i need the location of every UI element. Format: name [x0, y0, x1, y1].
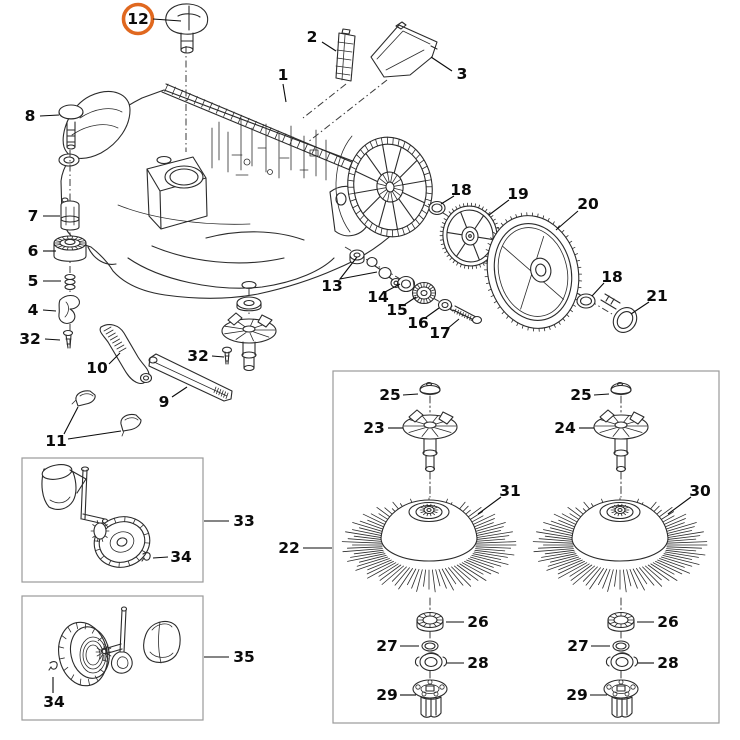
part-main-housing [58, 83, 433, 299]
part-clip-4 [58, 294, 80, 324]
callout-23[interactable]: 23 [363, 419, 385, 437]
callout-8[interactable]: 8 [25, 107, 36, 125]
callout-18-left[interactable]: 18 [450, 181, 472, 199]
box-35-contents [48, 606, 181, 687]
part-cover-3 [370, 21, 438, 78]
callout-10[interactable]: 10 [86, 359, 108, 377]
part-screw-32-left [62, 329, 74, 349]
callout-29-left[interactable]: 29 [376, 686, 398, 704]
callout-7[interactable]: 7 [28, 207, 39, 225]
part-ring-18-left [428, 200, 446, 216]
callout-11[interactable]: 11 [45, 432, 67, 450]
part-pulley-15 [411, 281, 437, 305]
callout-2[interactable]: 2 [307, 28, 318, 46]
part-hook-34-left [141, 552, 151, 562]
part-rail-9 [148, 353, 233, 402]
part-screw-32-mid [221, 346, 233, 365]
part-bolt-17 [449, 305, 483, 325]
part-grid-2 [335, 28, 356, 82]
callout-29-right[interactable]: 29 [566, 686, 588, 704]
callout-4[interactable]: 4 [28, 301, 39, 319]
callout-26-right[interactable]: 26 [657, 613, 679, 631]
callout-28-left[interactable]: 28 [467, 654, 489, 672]
callouts: 12 1 2 3 8 7 6 5 4 32 10 9 11 32 13 14 1… [19, 2, 711, 711]
callout-21[interactable]: 21 [646, 287, 668, 305]
part-bearing-13 [349, 249, 402, 289]
callout-20[interactable]: 20 [577, 195, 599, 213]
brush-kit-box-22 [332, 370, 720, 724]
callout-18-right[interactable]: 18 [601, 268, 623, 286]
callout-6[interactable]: 6 [28, 242, 39, 260]
callout-25-right[interactable]: 25 [570, 386, 592, 404]
callout-28-right[interactable]: 28 [657, 654, 679, 672]
part-hook-34-right [48, 661, 58, 671]
callout-27-right[interactable]: 27 [567, 637, 589, 655]
callout-1[interactable]: 1 [278, 66, 289, 84]
box-33-contents [41, 464, 151, 568]
callout-33[interactable]: 33 [233, 512, 255, 530]
part-damper-7 [60, 197, 80, 231]
callout-24[interactable]: 24 [554, 419, 576, 437]
callout-17[interactable]: 17 [429, 324, 451, 342]
callout-31[interactable]: 31 [499, 482, 521, 500]
callout-9[interactable]: 9 [159, 393, 170, 411]
part-nut-16 [437, 298, 453, 312]
part-knob [165, 3, 209, 54]
accessory-box-35 [21, 595, 204, 721]
callout-16[interactable]: 16 [407, 314, 429, 332]
callout-35[interactable]: 35 [233, 648, 255, 666]
part-wheel-20 [483, 212, 583, 332]
part-bolt-8 [58, 104, 84, 150]
callout-15[interactable]: 15 [386, 301, 408, 319]
callout-30[interactable]: 30 [689, 482, 711, 500]
hub-wheel [347, 136, 433, 238]
callout-3[interactable]: 3 [457, 65, 468, 83]
callout-27-left[interactable]: 27 [376, 637, 398, 655]
highlight-circle[interactable] [121, 2, 155, 36]
callout-19[interactable]: 19 [507, 185, 529, 203]
callout-25-left[interactable]: 25 [379, 386, 401, 404]
callout-12[interactable]: 12 [127, 10, 149, 28]
callout-34-upper[interactable]: 34 [170, 548, 192, 566]
callout-26-left[interactable]: 26 [467, 613, 489, 631]
callout-34-lower[interactable]: 34 [43, 693, 65, 711]
part-drum-6 [53, 235, 87, 262]
part-axle-21 [600, 293, 638, 333]
part-clips-11 [71, 390, 142, 437]
part-ring-18-right [576, 293, 596, 309]
part-nut-14 [396, 275, 416, 293]
callout-22[interactable]: 22 [278, 539, 300, 557]
brush-assembly-left [341, 381, 517, 718]
part-lever-10 [99, 324, 153, 384]
part-blade-carrier [221, 296, 277, 372]
callout-32-mid[interactable]: 32 [187, 347, 209, 365]
accessory-box-33 [21, 457, 204, 583]
callout-5[interactable]: 5 [28, 272, 39, 290]
callout-13[interactable]: 13 [321, 277, 343, 295]
part-spring-5 [64, 273, 76, 291]
callout-32-left[interactable]: 32 [19, 330, 41, 348]
callout-14[interactable]: 14 [367, 288, 389, 306]
